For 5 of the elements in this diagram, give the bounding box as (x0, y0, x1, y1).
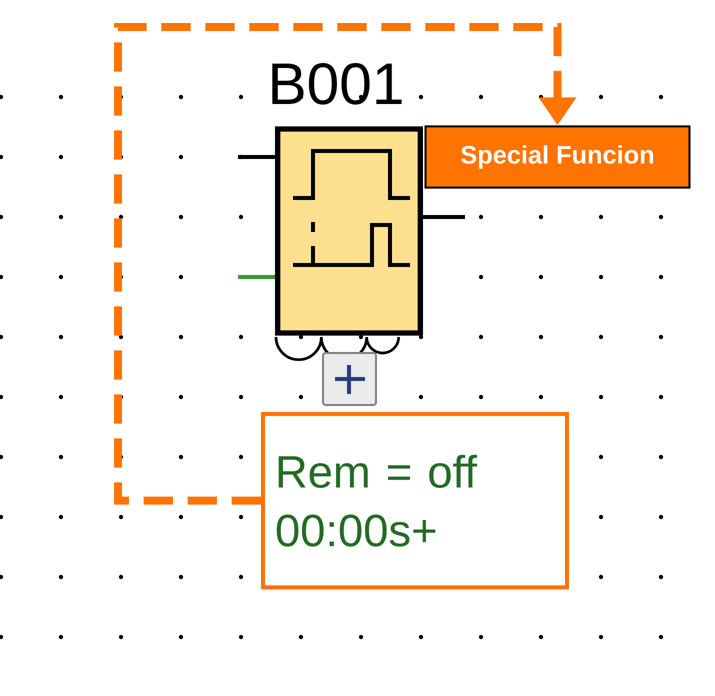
arrow (114, 23, 577, 505)
function-block: B001 (272, 63, 423, 361)
node-label: B001 (272, 63, 402, 105)
parameter-box: Rem = off 00:00s+ (261, 412, 569, 590)
function-label-box: Special Funcion (424, 125, 690, 189)
